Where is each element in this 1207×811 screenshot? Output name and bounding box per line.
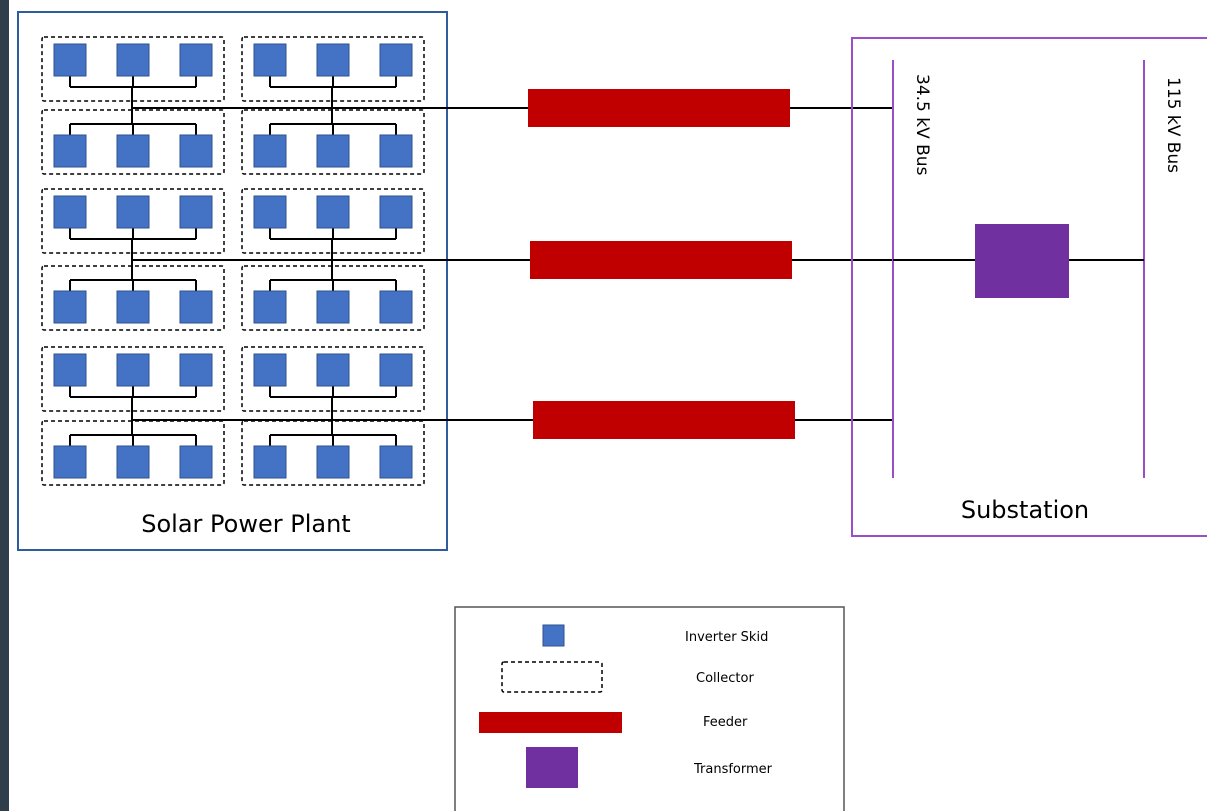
- inverter-skid: [379, 353, 413, 387]
- collector: [241, 265, 425, 331]
- inverter-skid: [316, 195, 350, 229]
- inverter-skid: [53, 445, 87, 479]
- inverter-skid: [116, 134, 150, 168]
- solar-power-plant-label: Solar Power Plant: [141, 510, 350, 538]
- inverter-skid: [316, 43, 350, 77]
- legend-transformer-label: Transformer: [693, 762, 773, 777]
- inverter-skid: [179, 290, 213, 324]
- substation: 34.5 kV Bus 115 kV Bus Substation: [851, 37, 1207, 537]
- legend-feeder-symbol: [479, 712, 622, 733]
- inverter-skid: [179, 445, 213, 479]
- inverter-skid: [316, 134, 350, 168]
- inverter-skid: [379, 290, 413, 324]
- substation-border: [851, 37, 1207, 537]
- inverter-skid: [379, 43, 413, 77]
- feeders-group: [132, 89, 893, 439]
- inverter-skid: [116, 290, 150, 324]
- inverter-skid: [53, 134, 87, 168]
- legend-feeder-label: Feeder: [703, 715, 748, 730]
- inverter-skid: [53, 353, 87, 387]
- collector: [41, 265, 225, 331]
- inverter-skid: [179, 195, 213, 229]
- inverter-skid: [179, 43, 213, 77]
- legend: Inverter Skid Collector Feeder Transform…: [454, 606, 845, 811]
- inverter-skid: [116, 43, 150, 77]
- collector: [41, 109, 225, 175]
- inverter-skid: [253, 43, 287, 77]
- solar-power-plant: Solar Power Plant: [17, 11, 448, 551]
- inverter-skid: [253, 445, 287, 479]
- inverter-skid: [116, 353, 150, 387]
- legend-collector-symbol: [501, 661, 603, 693]
- inverter-skid: [379, 195, 413, 229]
- transformer: [975, 224, 1069, 298]
- inverter-skid: [253, 134, 287, 168]
- inverter-skid: [253, 290, 287, 324]
- legend-collector-label: Collector: [696, 671, 754, 686]
- inverter-skid: [316, 445, 350, 479]
- inverter-skid: [316, 290, 350, 324]
- inverter-skid: [116, 195, 150, 229]
- left-edge-strip: [0, 0, 9, 811]
- inverter-skid: [253, 195, 287, 229]
- bus-115kv-label: 115 kV Bus: [1163, 77, 1183, 173]
- inverter-skid: [53, 43, 87, 77]
- inverter-skid: [253, 353, 287, 387]
- feeder: [528, 89, 790, 127]
- legend-inverter-label: Inverter Skid: [685, 630, 768, 645]
- collector: [241, 420, 425, 486]
- inverter-skid: [53, 290, 87, 324]
- inverter-skid: [116, 445, 150, 479]
- collector: [41, 420, 225, 486]
- feeder: [530, 241, 792, 279]
- inverter-skid: [179, 134, 213, 168]
- legend-inverter-symbol: [542, 624, 565, 647]
- bus-34-5kv-label: 34.5 kV Bus: [912, 74, 932, 176]
- legend-transformer-symbol: [526, 747, 578, 788]
- collector: [241, 109, 425, 175]
- inverter-skid: [53, 195, 87, 229]
- legend-border: [454, 606, 845, 811]
- inverter-skid: [179, 353, 213, 387]
- feeder: [533, 401, 795, 439]
- inverter-skid: [379, 445, 413, 479]
- collectors-group: [41, 36, 425, 486]
- inverter-skid: [379, 134, 413, 168]
- inverter-skid: [316, 353, 350, 387]
- substation-label: Substation: [961, 496, 1089, 524]
